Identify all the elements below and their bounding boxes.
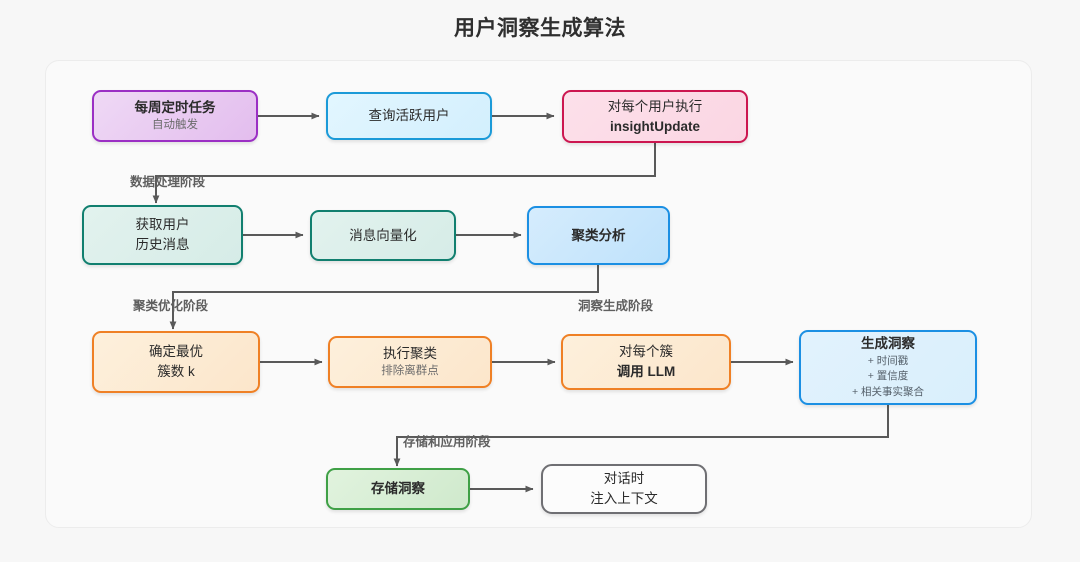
node-vectorize-title: 消息向量化 [349,227,417,243]
node-call-llm-line2: 调用 LLM [616,364,676,379]
node-call-llm[interactable]: 对每个簇 调用 LLM [561,334,731,390]
node-query-active-users-title: 查询活跃用户 [368,108,450,124]
node-store-insight-title: 存储洞察 [371,481,425,497]
node-run-clustering-subtitle: 排除离群点 [381,365,439,378]
node-run-clustering-title: 执行聚类 [383,345,437,361]
node-cluster-analysis-title: 聚类分析 [571,227,626,243]
node-call-llm-title: 对每个簇 [619,344,673,360]
node-generate-insight-title: 生成洞察 [861,336,915,352]
node-insight-update-function: insightUpdate [610,118,700,134]
node-run-clustering[interactable]: 执行聚类 排除离群点 [328,336,492,388]
node-vectorize[interactable]: 消息向量化 [310,210,456,261]
edge-label-cluster-optimization: 聚类优化阶段 [133,299,209,313]
node-fetch-history-title: 获取用户 [135,217,190,233]
node-inject-context-title: 对话时 [603,471,645,487]
edge-label-insight-generation: 洞察生成阶段 [578,299,654,313]
edge-label-data-processing: 数据处理阶段 [130,175,206,189]
node-insight-update-title: 对每个用户执行 [607,98,703,114]
edge-label-storage-application: 存储和应用阶段 [403,435,491,449]
node-query-active-users[interactable]: 查询活跃用户 [326,92,492,140]
node-optimal-k-line2: 簇数 k [157,364,195,379]
node-optimal-k[interactable]: 确定最优 簇数 k [92,331,260,393]
node-fetch-history-line2: 历史消息 [135,237,190,252]
node-generate-insight-meta-facts: + 相关事实聚合 [851,386,925,399]
node-inject-context-line2: 注入上下文 [590,491,658,506]
node-cluster-analysis[interactable]: 聚类分析 [527,206,670,265]
node-weekly-task-title: 每周定时任务 [134,99,216,115]
node-fetch-history[interactable]: 获取用户 历史消息 [82,205,243,265]
node-store-insight[interactable]: 存储洞察 [326,468,470,510]
node-weekly-task[interactable]: 每周定时任务 自动触发 [92,90,258,142]
node-inject-context[interactable]: 对话时 注入上下文 [541,464,707,514]
node-optimal-k-title: 确定最优 [149,344,203,360]
node-insight-update[interactable]: 对每个用户执行 insightUpdate [562,90,748,143]
page-title: 用户洞察生成算法 [454,17,626,40]
node-generate-insight-meta-confidence: + 置信度 [867,370,909,383]
node-generate-insight[interactable]: 生成洞察 + 时间戳 + 置信度 + 相关事实聚合 [799,330,977,405]
node-weekly-task-subtitle: 自动触发 [152,119,198,132]
node-generate-insight-meta-timestamp: + 时间戳 [867,354,909,367]
